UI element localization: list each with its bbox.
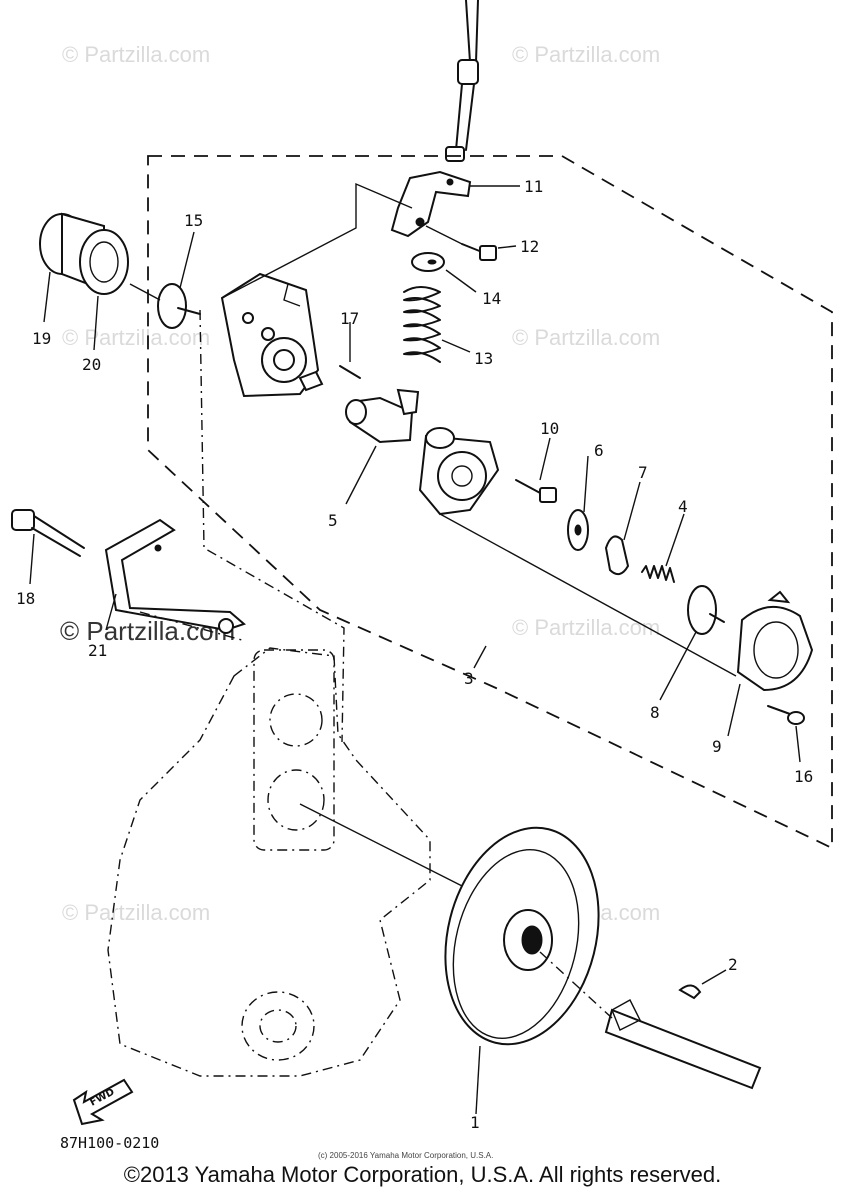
callout-16: 16 bbox=[794, 767, 813, 786]
callout-4: 4 bbox=[678, 497, 688, 516]
callout-15: 15 bbox=[184, 211, 203, 230]
part-housing bbox=[220, 182, 413, 398]
callout-19: 19 bbox=[32, 329, 51, 348]
watermark-2: © Partzilla.com bbox=[512, 42, 660, 67]
watermark-5: © Partzilla.com bbox=[512, 615, 660, 640]
cable bbox=[445, 0, 479, 162]
callout-5: 5 bbox=[328, 511, 338, 530]
small-copyright: (c) 2005-2016 Yamaha Motor Corporation, … bbox=[318, 1151, 493, 1160]
part-10-bolt bbox=[515, 437, 557, 503]
assembly-guide-line bbox=[199, 309, 345, 743]
part-19-20-bushing bbox=[39, 212, 161, 351]
callout-3: 3 bbox=[464, 669, 474, 688]
part-9-cover bbox=[727, 590, 814, 737]
part-center-cover bbox=[418, 427, 737, 677]
callout-2: 2 bbox=[728, 955, 738, 974]
part-shaft bbox=[539, 951, 762, 1090]
part-5-shaft bbox=[345, 388, 420, 505]
part-11-lever bbox=[390, 170, 520, 238]
callout-6: 6 bbox=[594, 441, 604, 460]
callout-17: 17 bbox=[340, 309, 359, 328]
watermark-3: © Partzilla.com bbox=[62, 325, 210, 350]
callout-8: 8 bbox=[650, 703, 660, 722]
callout-10: 10 bbox=[540, 419, 559, 438]
diagram-code: 87H100-0210 bbox=[60, 1134, 159, 1152]
part-12-bolt bbox=[425, 225, 517, 261]
fwd-arrow-icon: FWD bbox=[72, 1078, 134, 1126]
assembly-3-boundary bbox=[147, 155, 833, 850]
callout-14: 14 bbox=[482, 289, 501, 308]
callout-11: 11 bbox=[524, 177, 543, 196]
engine-case bbox=[107, 647, 471, 1077]
callout-21: 21 bbox=[88, 641, 107, 660]
part-8-gear bbox=[659, 585, 725, 701]
part-15-washer bbox=[157, 231, 201, 329]
watermark-1: © Partzilla.com bbox=[62, 42, 210, 67]
part-18-bolt bbox=[11, 509, 85, 585]
callout-13: 13 bbox=[474, 349, 493, 368]
part-14-spring-seat bbox=[411, 252, 477, 293]
leader-3 bbox=[473, 645, 487, 669]
callout-12: 12 bbox=[520, 237, 539, 256]
callout-18: 18 bbox=[16, 589, 35, 608]
part-6-washer bbox=[567, 455, 589, 551]
part-16-screw bbox=[767, 705, 805, 763]
part-7-clip bbox=[604, 481, 641, 576]
watermark-4: © Partzilla.com bbox=[512, 325, 660, 350]
callout-1: 1 bbox=[470, 1113, 480, 1132]
part-13-spring bbox=[403, 286, 471, 363]
callout-20: 20 bbox=[82, 355, 101, 374]
watermark-7: © Partzilla.com bbox=[62, 900, 210, 925]
part-1-pulley bbox=[444, 826, 600, 1115]
callout-7: 7 bbox=[638, 463, 648, 482]
part-4-spring bbox=[641, 513, 685, 583]
part-17-pin bbox=[339, 322, 361, 379]
callout-9: 9 bbox=[712, 737, 722, 756]
part-21-bracket bbox=[104, 518, 246, 641]
copyright-notice: ©2013 Yamaha Motor Corporation, U.S.A. A… bbox=[123, 1162, 722, 1187]
part-2-key bbox=[678, 969, 727, 1000]
